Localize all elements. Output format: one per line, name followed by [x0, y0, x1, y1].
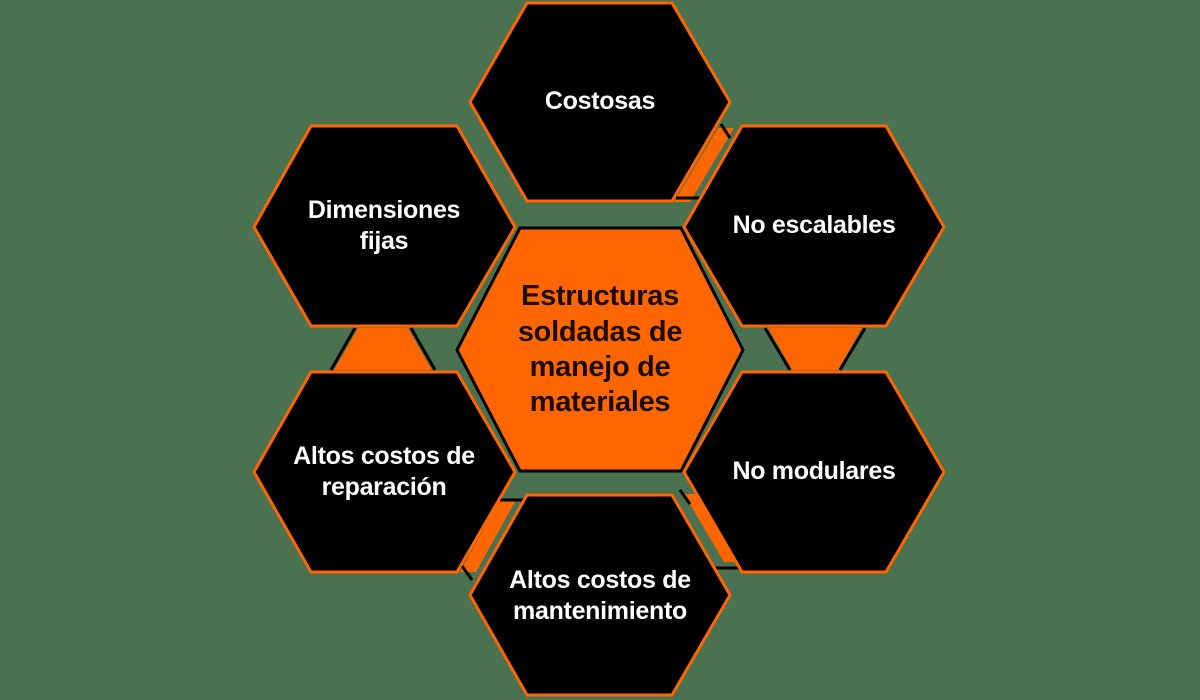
node-label-bottom-right: No modulares — [732, 457, 896, 486]
center-label: Estructuras soldadas de manejo de materi… — [517, 280, 683, 419]
hexagon-bottom-left — [252, 370, 517, 574]
hexagon-bottom — [468, 493, 732, 697]
node-bottom-right-box: No modulares — [704, 422, 924, 522]
node-bottom-box: Altos costos de mantenimiento — [480, 546, 720, 646]
connector-top-to-topright — [674, 128, 734, 202]
center-label-box: Estructuras soldadas de manejo de materi… — [470, 232, 730, 468]
node-top-left-box: Dimensiones fijas — [274, 176, 494, 276]
hexagon-top-left — [252, 124, 517, 328]
connector-bottom-to-bottomleft — [460, 500, 516, 572]
node-label-bottom: Altos costos de mantenimiento — [509, 565, 691, 625]
node-top-box: Costosas — [490, 52, 710, 152]
connector-bottomleft-to-topleft — [334, 328, 432, 370]
node-label-bottom-left: Altos costos de reparación — [293, 441, 475, 501]
hexagon-top-right — [682, 124, 946, 328]
node-label-top-right: No escalables — [732, 211, 896, 240]
node-bottom-left-box: Altos costos de reparación — [264, 422, 504, 522]
node-label-top-left: Dimensiones fijas — [307, 195, 461, 255]
hexagon-bottom-right — [682, 370, 946, 574]
hexagon-center — [455, 226, 745, 473]
node-top-right-box: No escalables — [704, 176, 924, 276]
outer-hexagons — [252, 1, 946, 697]
connector-topright-to-bottomright — [768, 328, 862, 370]
hexagon-top — [468, 1, 732, 203]
connectors — [329, 123, 867, 581]
node-label-top: Costosas — [544, 87, 656, 116]
